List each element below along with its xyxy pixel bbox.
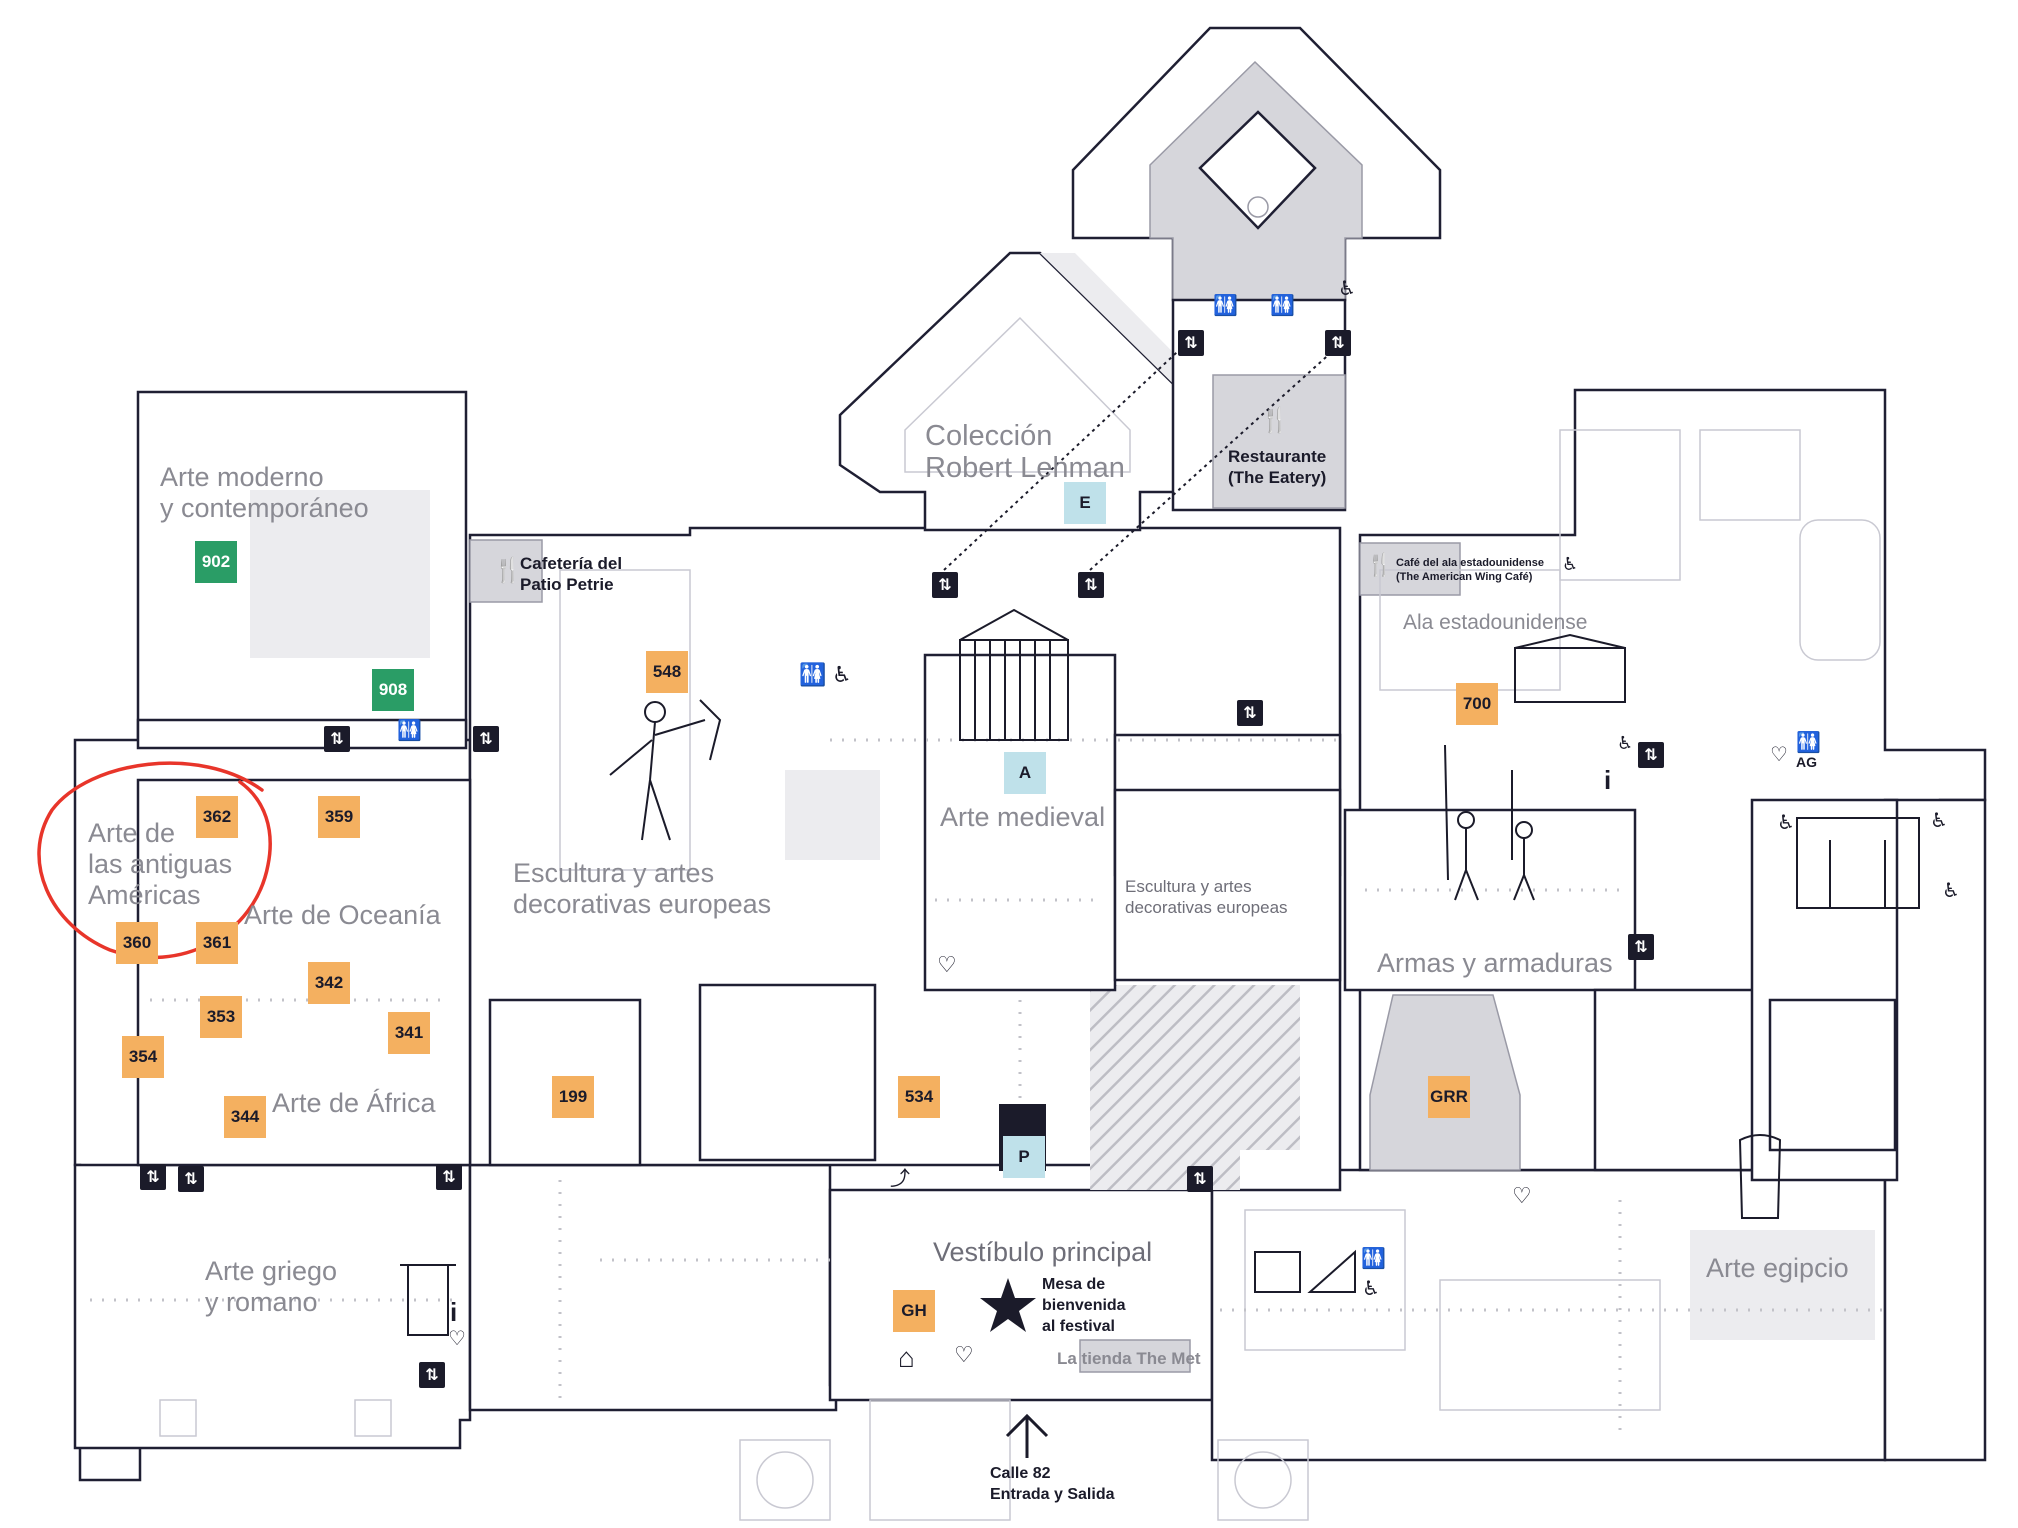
wheelchair-icon: ♿ [1777, 812, 1795, 834]
area-label-ala: Ala estadounidense [1403, 611, 1588, 634]
elevator-icon[interactable]: ⇅ [1187, 1166, 1213, 1192]
area-label-vestibulo: Vestíbulo principal [933, 1237, 1153, 1267]
first-aid-icon: ♡ [954, 1342, 974, 1367]
room-548[interactable]: 548 [646, 651, 688, 693]
area-label-armas: Armas y armaduras [1377, 948, 1613, 978]
escalator-icon: ⤴ [890, 1168, 910, 1190]
area-label-escultura: Escultura y artes decorativas europeas [513, 858, 772, 919]
marker-ag: AG [1796, 754, 1817, 770]
temple-illustration [1796, 817, 1920, 909]
first-aid-icon: ♡ [937, 952, 957, 977]
area-label-medieval: Arte medieval [940, 802, 1106, 832]
wheelchair-icon: ♿ [1362, 1278, 1380, 1300]
arrow-up-icon [1005, 1413, 1049, 1458]
room-342[interactable]: 342 [308, 962, 350, 1004]
restroom-icon: 🚻 [1796, 732, 1821, 754]
elevator-icon[interactable]: ⇅ [324, 726, 350, 752]
elevator-icon[interactable]: ⇅ [1078, 572, 1104, 598]
statue-illustration [609, 699, 722, 841]
first-aid-icon: ♡ [448, 1328, 466, 1350]
fork-knife-icon: 🍴 [493, 557, 523, 584]
room-grr[interactable]: GRR [1428, 1076, 1470, 1118]
gate-illustration [959, 608, 1069, 741]
room-534[interactable]: 534 [898, 1076, 940, 1118]
room-gh[interactable]: GH [893, 1290, 935, 1332]
room-902[interactable]: 902 [195, 541, 237, 583]
area-label-africa: Arte de África [272, 1088, 436, 1118]
room-908[interactable]: 908 [372, 669, 414, 711]
area-label-americas: Arte de las antiguas Américas [88, 818, 233, 910]
elevator-icon[interactable]: ⇅ [1325, 330, 1351, 356]
first-aid-icon: ♡ [1770, 744, 1788, 766]
wheelchair-icon: ♿ [1617, 733, 1634, 753]
info-icon: i [1604, 765, 1612, 795]
house-illustration [1514, 633, 1626, 703]
wheelchair-icon: ♿ [832, 662, 852, 687]
wheelchair-icon: ♿ [1562, 554, 1579, 574]
room-700[interactable]: 700 [1456, 683, 1498, 725]
column-illustration [400, 1264, 456, 1336]
area-label-mesa: Mesa de bienvenida al festival [1042, 1276, 1126, 1335]
elevator-icon[interactable]: ⇅ [1237, 700, 1263, 726]
elevator-icon[interactable]: ⇅ [178, 1166, 204, 1192]
room-361[interactable]: 361 [196, 922, 238, 964]
highlight-circle [37, 761, 272, 960]
area-label-restaurante: Restaurante (The Eatery) [1228, 447, 1327, 487]
area-label-lehman: Colección Robert Lehman [925, 420, 1125, 484]
sarcophagus-illustration [1738, 1134, 1782, 1219]
marker-p[interactable]: P [1003, 1136, 1045, 1178]
service-areas [250, 490, 1875, 1373]
restroom-icon: 🚻 [1213, 295, 1238, 317]
marker-a[interactable]: A [1004, 752, 1046, 794]
room-362[interactable]: 362 [196, 796, 238, 838]
room-199[interactable]: 199 [552, 1076, 594, 1118]
elevator-icon[interactable]: ⇅ [140, 1164, 166, 1190]
elevator-icon[interactable]: ⇅ [1638, 742, 1664, 768]
elevator-icon[interactable]: ⇅ [436, 1164, 462, 1190]
restroom-icon: 🚻 [799, 662, 827, 687]
area-label-calle: Calle 82 Entrada y Salida [990, 1465, 1115, 1503]
elevator-icon[interactable]: ⇅ [1178, 330, 1204, 356]
wheelchair-icon: ♿ [1930, 810, 1948, 832]
marker-e[interactable]: E [1064, 482, 1106, 524]
area-label-egipcio: Arte egipcio [1706, 1253, 1849, 1283]
area-label-cafeteria: Cafetería del Patio Petrie [520, 554, 623, 594]
room-341[interactable]: 341 [388, 1012, 430, 1054]
interior-walls [136, 429, 1899, 1437]
armor-illustration [1444, 744, 1535, 901]
room-360[interactable]: 360 [116, 922, 158, 964]
coat-check-icon: ⌂ [898, 1342, 915, 1373]
star-icon [980, 1278, 1036, 1332]
elevator-icon[interactable]: ⇅ [419, 1362, 445, 1388]
area-label-cafe-ala: Café del ala estadounidense (The America… [1396, 557, 1544, 583]
elevator-icon[interactable]: ⇅ [473, 726, 499, 752]
area-label-oceania: Arte de Oceanía [244, 900, 441, 930]
room-359[interactable]: 359 [318, 796, 360, 838]
area-label-tienda: La tienda The Met [1057, 1349, 1201, 1368]
wheelchair-icon: ♿ [1338, 278, 1356, 300]
restroom-icon: 🚻 [397, 720, 422, 742]
elevator-icon[interactable]: ⇅ [932, 572, 958, 598]
info-icon: i [450, 1297, 458, 1327]
restroom-icon: 🚻 [1361, 1248, 1386, 1270]
restroom-icon: 🚻 [1270, 295, 1295, 317]
room-344[interactable]: 344 [224, 1096, 266, 1138]
fork-knife-icon: 🍴 [1260, 407, 1290, 434]
area-label-escultura-small: Escultura y artes decorativas europeas [1125, 877, 1288, 917]
fork-knife-icon: 🍴 [1366, 552, 1394, 577]
ruins-illustration [1254, 1249, 1356, 1293]
first-aid-icon: ♡ [1512, 1183, 1532, 1208]
room-353[interactable]: 353 [200, 996, 242, 1038]
area-label-moderno: Arte moderno y contemporáneo [160, 462, 369, 523]
wheelchair-icon: ♿ [1942, 880, 1960, 902]
room-354[interactable]: 354 [122, 1036, 164, 1078]
area-label-griego: Arte griego y romano [205, 1256, 338, 1317]
elevator-icon[interactable]: ⇅ [1628, 934, 1654, 960]
